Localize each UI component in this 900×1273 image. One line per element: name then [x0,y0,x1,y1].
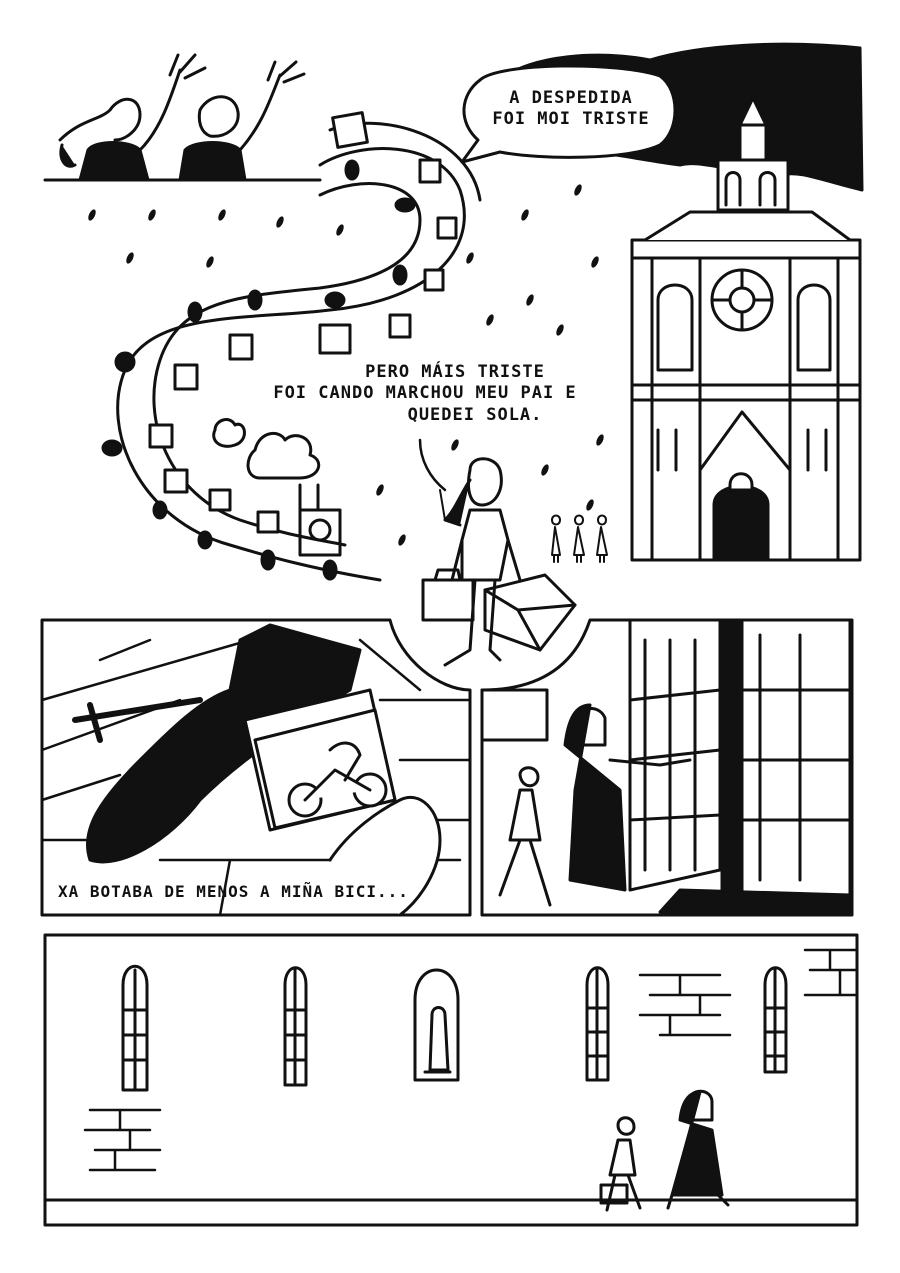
train-windows [148,111,458,534]
narration-text: PERO MÁIS TRISTE FOI CANDO MARCHOU MEU P… [250,362,600,426]
nun-and-girl-walking [599,1089,730,1212]
speech-bubble-text: A DESPEDIDA FOI MOI TRISTE [486,88,656,131]
photo-in-hand [243,688,442,917]
convent-door [628,618,852,914]
girl-with-luggage [421,457,577,667]
speech-line-1: A DESPEDIDA [509,88,633,108]
speech-line-2: FOI MOI TRISTE [492,109,650,130]
girl-walking [498,766,552,907]
small-people [551,514,608,563]
saint-niche [413,968,460,1082]
train-outer-track [116,147,466,582]
locomotive [212,418,342,557]
rain-drops [88,184,604,546]
nun-opening-door [563,703,692,892]
panel-convent-frame [480,618,854,917]
church [630,63,862,562]
shadow-arm [72,697,203,743]
train-wheels [101,159,416,581]
narration-line-1: PERO MÁIS TRISTE [365,362,545,382]
speech-bubble [460,64,677,164]
wall-picture [480,688,549,742]
narration-pointer [418,438,447,492]
corridor-windows [121,964,788,1092]
panel-corridor-frame [43,933,859,1227]
waving-people [58,53,306,182]
brick-patterns [83,948,859,1172]
narration-line-3: QUEDEI SOLA. [407,404,543,425]
train-inner-track [152,182,422,547]
bike-caption: XA BOTABA DE MENOS A MIÑA BICI... [58,882,409,901]
narration-line-2: FOI CANDO MARCHOU MEU PAI E [273,383,577,404]
